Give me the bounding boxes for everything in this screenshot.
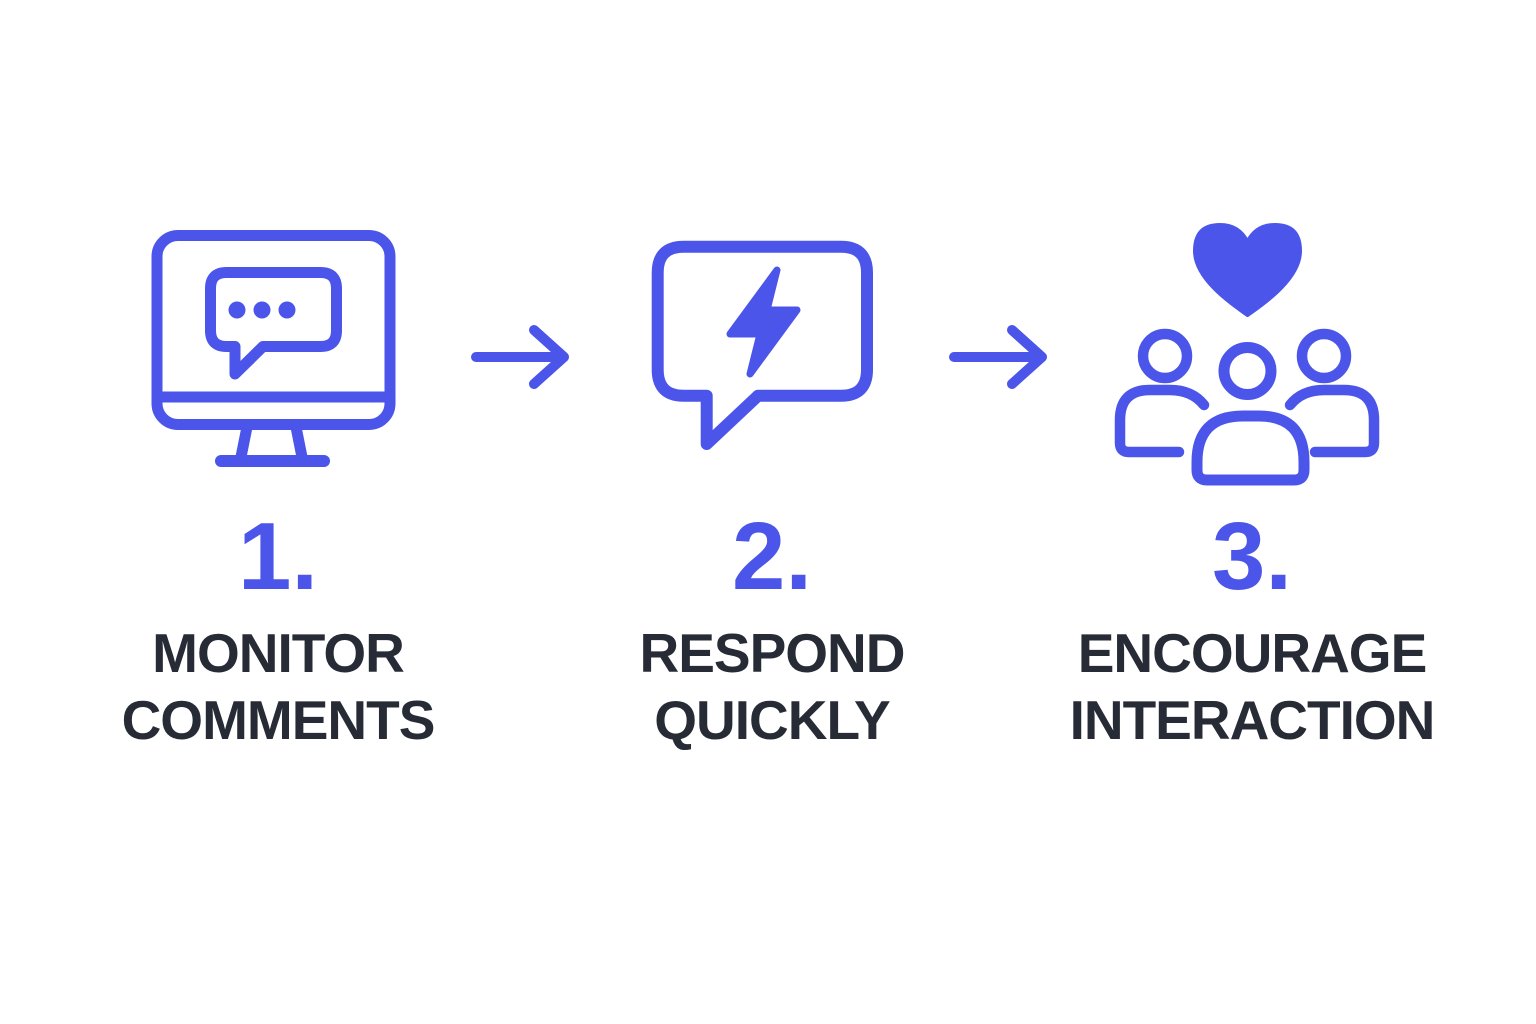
monitor-comments-icon <box>151 230 396 467</box>
heart-icon <box>1193 223 1302 317</box>
arrow-right-icon <box>949 325 1047 389</box>
lightning-chat-bubble-icon <box>651 240 873 450</box>
step-3-label-line-2: INTERACTION <box>1069 689 1436 751</box>
step-1-number: 1. <box>237 503 319 610</box>
comment-dot <box>228 301 246 319</box>
comment-dot <box>278 301 296 319</box>
comment-dot <box>253 301 271 319</box>
step-2-label-line-2: QUICKLY <box>654 689 890 751</box>
heart-people-group-icon <box>1114 223 1380 486</box>
step-2-number: 2. <box>731 503 813 610</box>
step-2-label-line-1: RESPOND <box>639 622 906 684</box>
step-3-label: ENCOURAGE INTERACTION <box>1012 620 1492 754</box>
step-1-label-line-2: COMMENTS <box>121 689 436 751</box>
step-1-label: MONITOR COMMENTS <box>38 620 518 754</box>
arrow-right-icon <box>471 325 569 389</box>
step-2-label: RESPOND QUICKLY <box>532 620 1012 754</box>
step-3-number: 3. <box>1211 503 1293 610</box>
step-3-label-line-1: ENCOURAGE <box>1077 622 1428 684</box>
lightning-bolt-icon <box>726 266 801 378</box>
step-1-label-line-1: MONITOR <box>152 622 405 684</box>
